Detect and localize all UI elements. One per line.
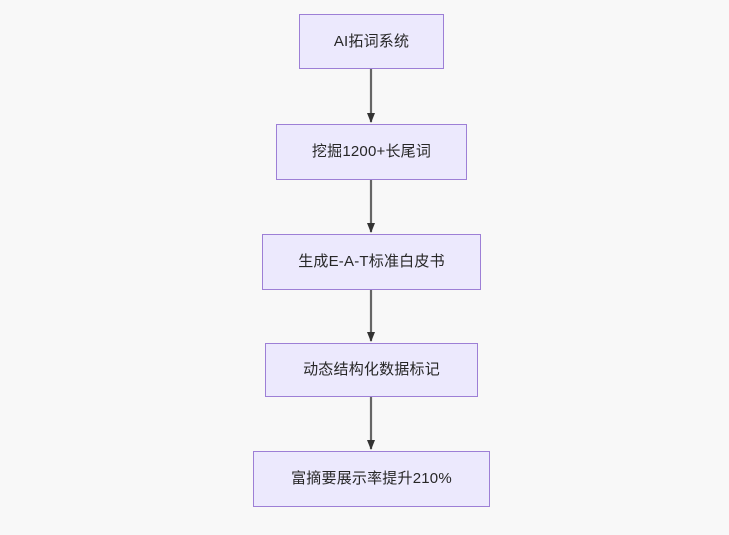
flow-node-label: 动态结构化数据标记: [303, 361, 440, 378]
flow-node-dynamic-structured-data-markup[interactable]: 动态结构化数据标记: [265, 343, 478, 397]
flow-node-rich-snippet-impression-lift[interactable]: 富摘要展示率提升210%: [253, 451, 490, 507]
flow-node-label: 富摘要展示率提升210%: [291, 470, 452, 487]
flow-node-label: AI拓词系统: [333, 32, 410, 50]
flow-node-label: 生成E-A-T标准白皮书: [298, 253, 445, 270]
flow-node-ai-keyword-system[interactable]: AI拓词系统: [299, 14, 444, 69]
flow-node-generate-eat-whitepaper[interactable]: 生成E-A-T标准白皮书: [262, 234, 481, 290]
flow-node-label: 挖掘1200+长尾词: [311, 143, 432, 160]
flow-node-mine-longtail-keywords[interactable]: 挖掘1200+长尾词: [276, 124, 467, 180]
